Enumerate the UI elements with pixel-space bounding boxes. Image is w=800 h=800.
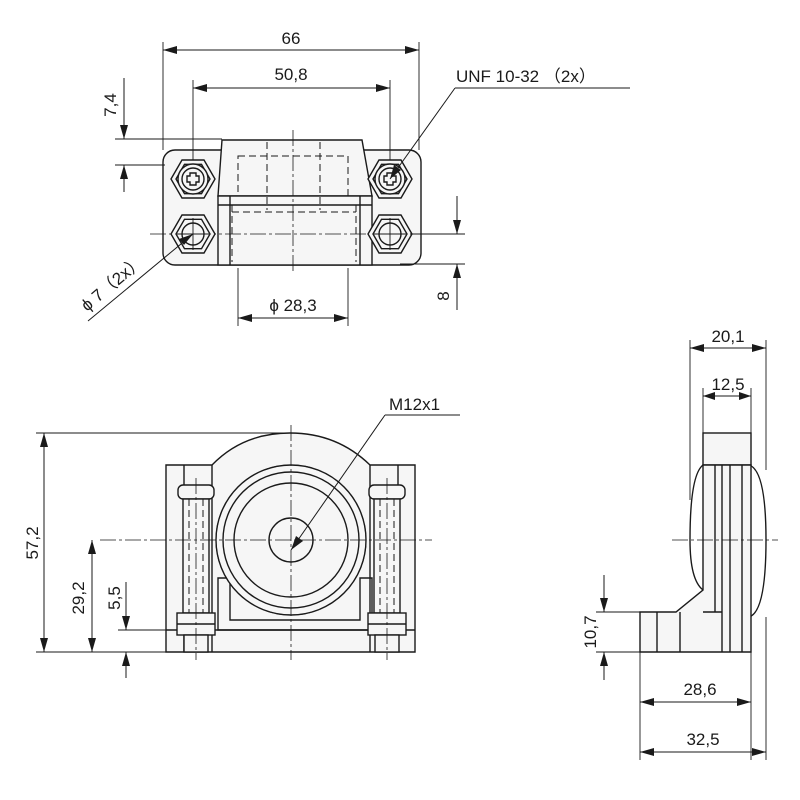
dimension-axis-height-label: 29,2 xyxy=(69,581,88,614)
dimension-overall-depth-label: 32,5 xyxy=(686,730,719,749)
dimension-overall-height-label: 57,2 xyxy=(23,526,42,559)
dimension-overall-depth: 32,5 xyxy=(640,617,767,760)
dimension-foot-inner-depth-label: 28,6 xyxy=(683,680,716,699)
side-view-body xyxy=(639,432,778,653)
front-view: M12x1 57,2 29,2 5,5 xyxy=(23,395,460,678)
leader-thread-note: UNF 10-32 （2x） xyxy=(389,67,630,180)
dimension-foot-height: 10,7 xyxy=(581,575,640,680)
dimension-foot-height-label: 10,7 xyxy=(581,615,600,648)
top-view: 66 50,8 7,4 UNF 10-32 （2x） xyxy=(77,29,630,326)
dimension-base-height-label: 5,5 xyxy=(105,586,124,610)
dimension-overall-height: 57,2 xyxy=(23,432,290,653)
thread-note-label: UNF 10-32 （2x） xyxy=(456,67,596,86)
top-right-hole xyxy=(367,214,413,254)
dimension-axis-height: 29,2 xyxy=(69,540,96,652)
dimension-side-inner-width-label: 12,5 xyxy=(711,375,744,394)
top-view-body xyxy=(150,130,440,272)
dimension-overall-width: 66 xyxy=(162,29,420,150)
side-view: 20,1 12,5 10,7 28,6 xyxy=(581,327,778,760)
dimension-overall-width-label: 66 xyxy=(282,29,301,48)
dimension-bore-diameter: ϕ 28,3 xyxy=(237,268,349,326)
dimension-hole-spacing: 50,8 xyxy=(192,65,391,160)
dimension-side-width-label: 20,1 xyxy=(711,327,744,346)
dimension-base-height: 5,5 xyxy=(105,582,166,678)
dimension-hole-to-bottom: 8 xyxy=(400,196,465,310)
dimension-side-inner-width: 12,5 xyxy=(702,375,752,433)
leader-thread-size: M12x1 xyxy=(290,395,460,551)
dimension-screw-offset: 7,4 xyxy=(101,78,222,192)
dimension-bore-diameter-label: ϕ 28,3 xyxy=(269,296,316,315)
dimension-screw-offset-label: 7,4 xyxy=(101,93,120,117)
thread-size-label: M12x1 xyxy=(389,395,440,414)
dimension-side-width: 20,1 xyxy=(689,327,767,500)
hole-diameter-label: ϕ 7（2x） xyxy=(77,252,147,315)
dimension-hole-to-bottom-label: 8 xyxy=(434,291,453,300)
dimension-foot-inner-depth: 28,6 xyxy=(639,652,752,760)
dimension-hole-spacing-label: 50,8 xyxy=(274,65,307,84)
